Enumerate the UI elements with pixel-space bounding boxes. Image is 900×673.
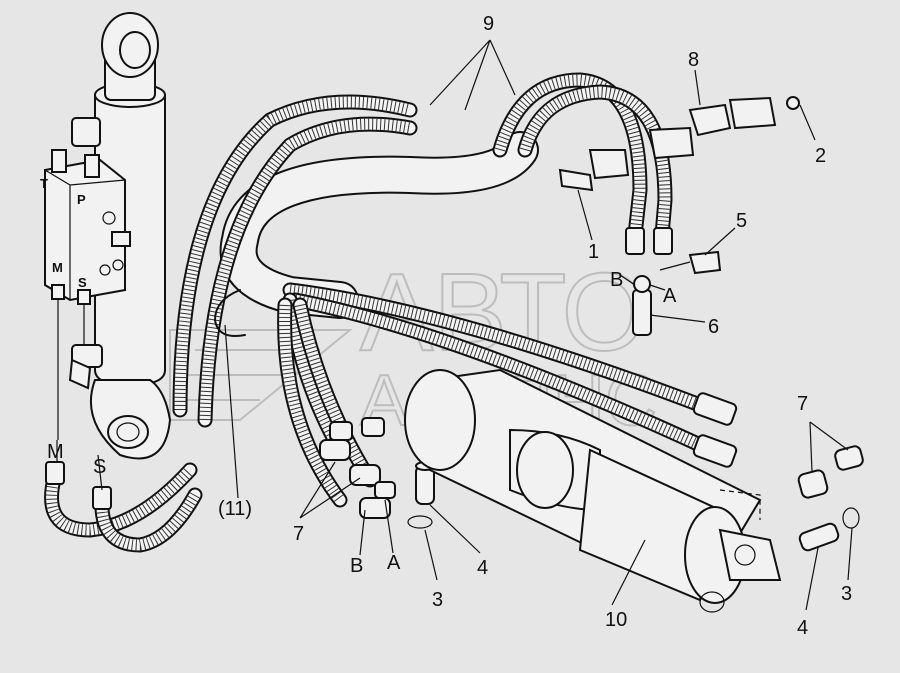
callout-s: S bbox=[93, 456, 106, 478]
hoses-m-s bbox=[44, 461, 203, 553]
horizontal-cylinder bbox=[404, 368, 782, 613]
callout-10: 10 bbox=[605, 609, 627, 631]
callout-6: 6 bbox=[708, 316, 719, 338]
callout-a-left: A bbox=[387, 552, 401, 574]
callout-7-left: 7 bbox=[293, 523, 304, 545]
callout-3-left: 3 bbox=[432, 589, 443, 611]
left-fittings bbox=[319, 417, 396, 519]
callout-m: M bbox=[47, 441, 64, 463]
callout-4-left: 4 bbox=[477, 557, 488, 579]
control-valve-block: T P M S bbox=[40, 117, 131, 305]
top-right-parts bbox=[558, 96, 800, 336]
callout-4-right: 4 bbox=[797, 617, 808, 639]
callout-7-right: 7 bbox=[797, 393, 808, 415]
port-label-t: T bbox=[40, 176, 48, 191]
vertical-lift-cylinder bbox=[89, 12, 172, 460]
watermark-logo-icon bbox=[169, 329, 353, 421]
leader-lines bbox=[56, 39, 853, 611]
callout-9: 9 bbox=[483, 13, 494, 35]
hose-bundle bbox=[172, 72, 738, 508]
callout-8: 8 bbox=[688, 49, 699, 71]
callout-a-top: A bbox=[663, 285, 677, 307]
valve-pipes bbox=[57, 300, 103, 440]
pin-and-washer-left bbox=[407, 461, 435, 529]
callout-1: 1 bbox=[588, 241, 599, 263]
port-label-m: M bbox=[52, 260, 63, 275]
callout-b-top: B bbox=[610, 269, 623, 291]
callout-5: 5 bbox=[736, 210, 747, 232]
callout-2: 2 bbox=[815, 145, 826, 167]
port-label-p: P bbox=[77, 192, 86, 207]
port-label-s: S bbox=[78, 275, 87, 290]
callouts: 9 8 2 1 5 B A 6 7 3 4 10 (11) 7 B A 3 4 … bbox=[47, 13, 852, 639]
callout-b-left: B bbox=[350, 555, 363, 577]
right-side-parts bbox=[797, 445, 864, 552]
callout-11: (11) bbox=[218, 498, 252, 520]
hose-clip bbox=[214, 289, 246, 337]
callout-3-right: 3 bbox=[841, 583, 852, 605]
